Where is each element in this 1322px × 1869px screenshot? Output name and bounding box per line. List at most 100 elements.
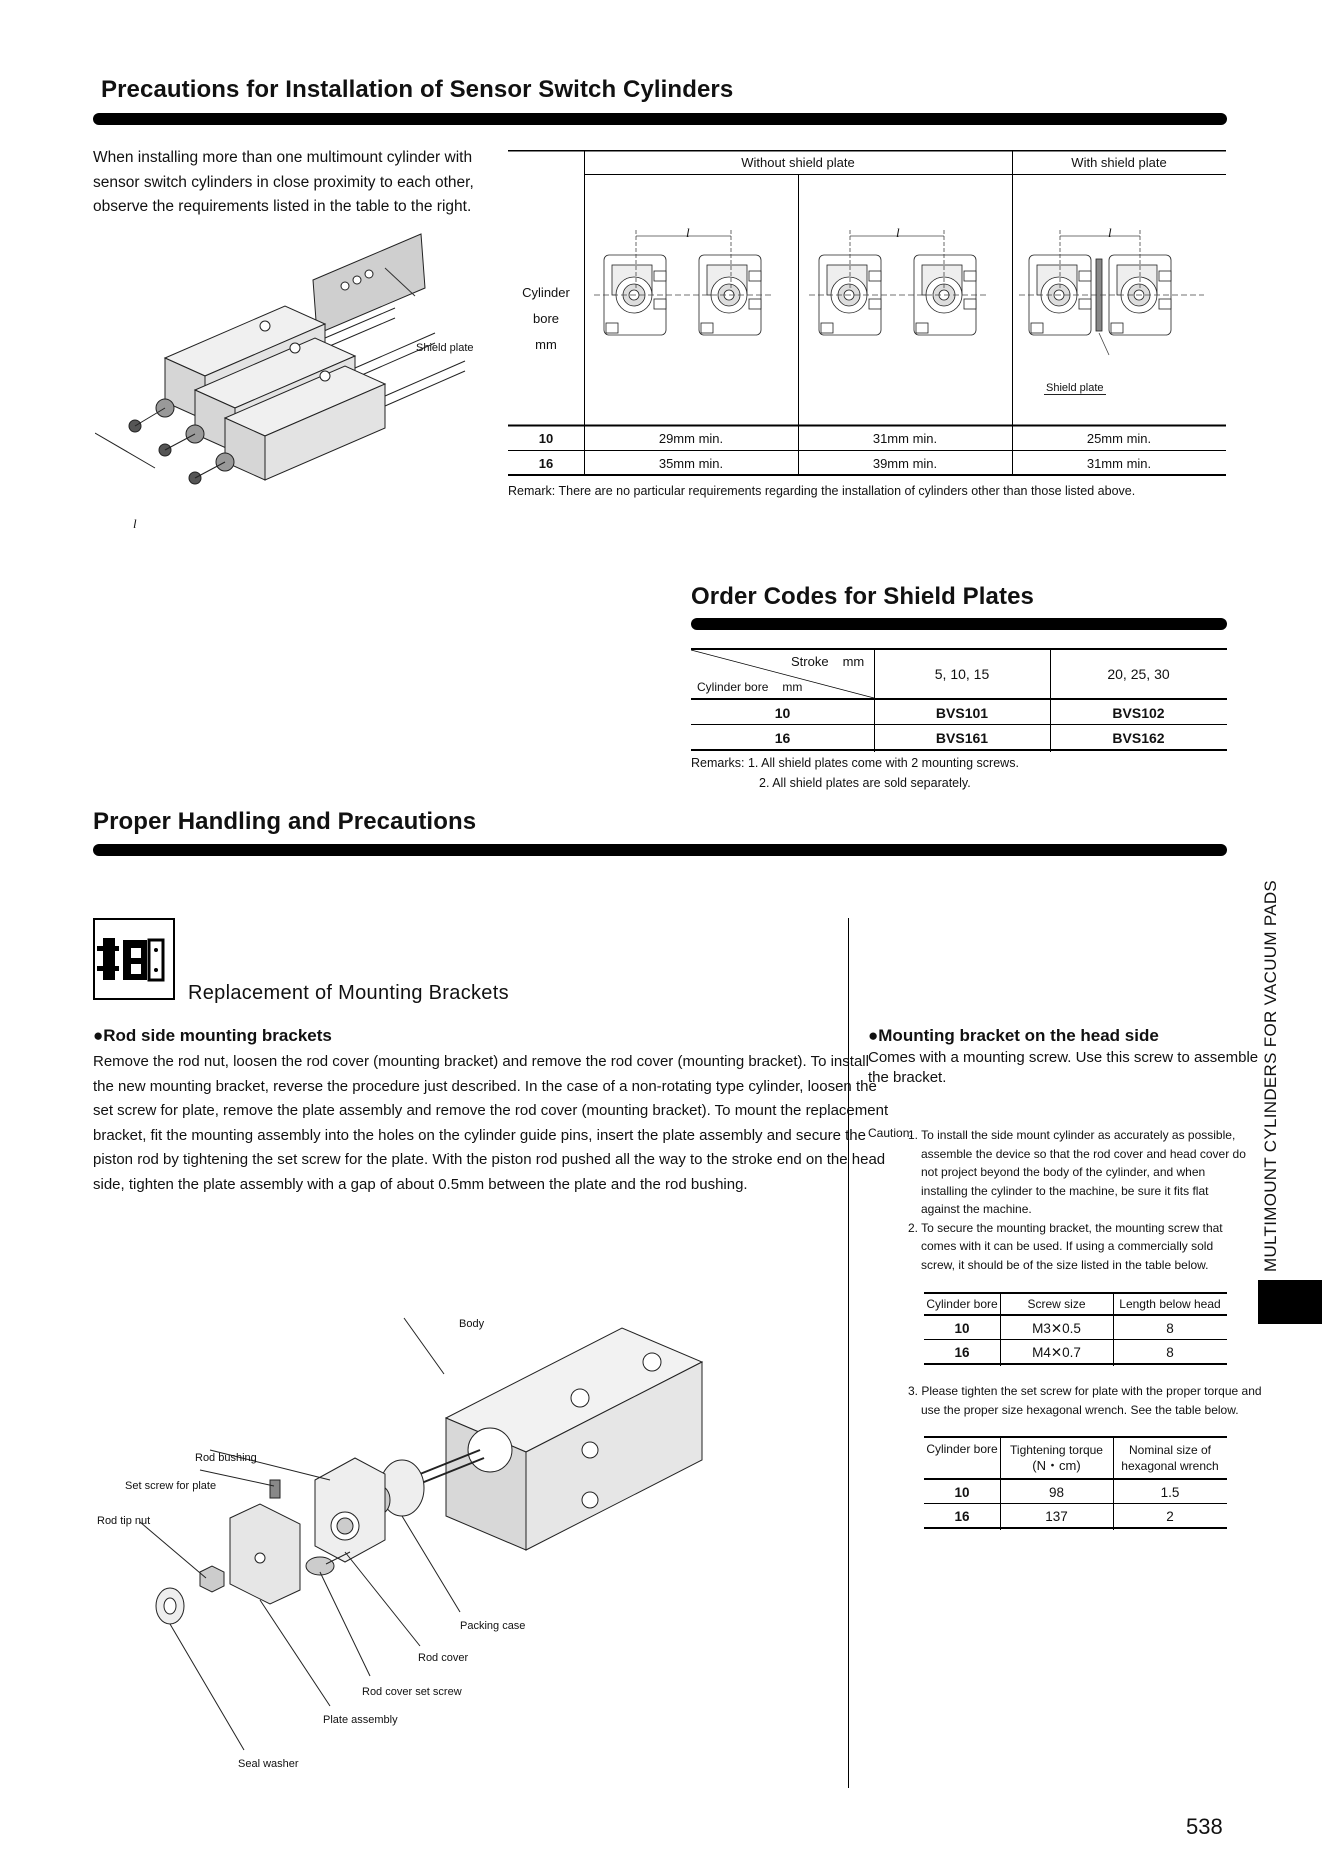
- caution-line: 2. To secure the mounting bracket, the m…: [908, 1220, 1223, 1235]
- unit-text: mm: [842, 654, 865, 669]
- bore-cell: 10: [538, 431, 554, 446]
- bracket-replacement-icon: [93, 918, 175, 1000]
- remark-2: 2. All shield plates are sold separately…: [759, 776, 971, 790]
- order-code-cell: BVS162: [1112, 730, 1165, 746]
- head-side-heading: ●Mounting bracket on the head side: [868, 1026, 1159, 1045]
- length-cell: 8: [1166, 1345, 1174, 1360]
- torque-cell: 98: [1048, 1485, 1065, 1500]
- stroke-text: Stroke: [791, 654, 829, 669]
- label-packing-case: Packing case: [460, 1620, 526, 1632]
- cylinders-illustration: [95, 233, 466, 485]
- caution-line: assemble the device so that the rod cove…: [921, 1146, 1246, 1161]
- order-code-cell: BVS101: [935, 705, 989, 721]
- bore-cell: 16: [774, 730, 791, 746]
- label-rod-tip-nut: Rod tip nut: [97, 1515, 151, 1527]
- title-rule: [93, 844, 1227, 856]
- end-view-diagrams: [594, 230, 1204, 356]
- header-line: hexagonal wrench: [1121, 1459, 1219, 1473]
- stroke-label: Stroke mm: [791, 654, 864, 669]
- wrench-cell: 2: [1166, 1509, 1174, 1524]
- label-body: Body: [459, 1318, 485, 1330]
- length-cell: 8: [1166, 1321, 1174, 1336]
- bore-cell: 10: [954, 1485, 970, 1500]
- spacing-cell: 31mm min.: [1086, 456, 1152, 471]
- title-rule: [691, 618, 1227, 630]
- dimension-l-label: l: [686, 225, 690, 240]
- row-label-line: Cylinder bore: [522, 285, 570, 326]
- head-text-line: Comes with a mounting screw. Use this sc…: [868, 1049, 1259, 1066]
- section-title-order-codes: Order Codes for Shield Plates: [691, 583, 1034, 610]
- bore-cell: 16: [538, 456, 554, 471]
- remark-text: Remark: There are no particular requirem…: [508, 484, 1136, 498]
- order-code-table-grid: [691, 648, 1227, 752]
- side-category-label: MULTIMOUNT CYLINDERS FOR VACUUM PADS: [1261, 879, 1280, 1272]
- unit-text: mm: [782, 680, 803, 694]
- intro-line: When installing more than one multimount…: [93, 149, 473, 166]
- label-rod-cover-set-screw: Rod cover set screw: [362, 1686, 462, 1698]
- spacing-cell: 39mm min.: [872, 456, 938, 471]
- dimension-l-label: l: [896, 225, 900, 240]
- caution-1: 1. To install the side mount cylinder as…: [908, 1126, 1246, 1274]
- bracket-icon-graphic: [97, 938, 165, 982]
- bore-cell: 10: [954, 1321, 970, 1336]
- screw-size-cell: M3✕0.5: [1032, 1321, 1081, 1336]
- spacing-cell: 31mm min.: [872, 431, 938, 446]
- order-code-cell: BVS102: [1112, 705, 1165, 721]
- caution-line: 3. Please tighten the set screw for plat…: [908, 1384, 1262, 1398]
- rod-side-text: Remove the rod nut, loosen the rod cover…: [93, 1050, 888, 1197]
- caution-line: use the proper size hexagonal wrench. Se…: [921, 1403, 1239, 1417]
- rod-text-line: piston rod by tightening the set screw f…: [93, 1151, 886, 1168]
- label-plate-assembly: Plate assembly: [323, 1714, 398, 1726]
- screw-size-cell: M4✕0.7: [1032, 1345, 1081, 1360]
- torque-table-grid: [924, 1436, 1227, 1530]
- column-divider: [848, 918, 849, 1788]
- intro-line: observe the requirements listed in the t…: [93, 198, 472, 215]
- remark-1: Remarks: 1. All shield plates come with …: [691, 756, 1019, 770]
- section-title-installation: Precautions for Installation of Sensor S…: [101, 76, 734, 103]
- spacing-cell: 35mm min.: [658, 456, 724, 471]
- header-line: Tightening torque: [1010, 1443, 1103, 1457]
- rod-text-line: bracket, fit the mounting assembly into …: [93, 1126, 866, 1144]
- spacing-table-grid: [508, 150, 1226, 476]
- torque-cell: 137: [1045, 1509, 1068, 1524]
- wrench-cell: 1.5: [1160, 1485, 1180, 1500]
- caution-label: Caution:: [868, 1126, 913, 1140]
- shield-plate-label: Shield plate: [416, 342, 474, 354]
- torque-header-bore: Cylinder bore: [926, 1442, 998, 1456]
- caution-line: against the machine.: [921, 1202, 1032, 1216]
- header-line: (N・cm): [1032, 1458, 1081, 1473]
- side-tab: [1258, 1280, 1322, 1324]
- torque-header-torque: Tightening torque (N・cm): [1000, 1442, 1113, 1474]
- head-side-text: Comes with a mounting screw. Use this sc…: [868, 1048, 1258, 1088]
- subsection-title: Replacement of Mounting Brackets: [188, 982, 509, 1004]
- stroke-col-1: 5, 10, 15: [934, 666, 990, 682]
- torque-table: Cylinder bore Tightening torque (N・cm) N…: [924, 1436, 1227, 1530]
- header-line: Nominal size of: [1128, 1443, 1212, 1457]
- caution-line: 1. To install the side mount cylinder as…: [908, 1128, 1236, 1142]
- exploded-view-illustration: [140, 1317, 704, 1751]
- bore-cell: 16: [954, 1509, 970, 1524]
- intro-line: sensor switch cylinders in close proximi…: [93, 173, 474, 191]
- caution-line: installing the cylinder to the machine, …: [921, 1183, 1209, 1198]
- bore-cell: 16: [954, 1345, 970, 1360]
- order-code-cell: BVS161: [935, 730, 989, 746]
- bore-text: Cylinder bore: [697, 680, 769, 694]
- rod-side-heading: ●Rod side mounting brackets: [93, 1026, 332, 1045]
- spacing-table: Without shield plate With shield plate C…: [508, 150, 1226, 476]
- header-without-shield: Without shield plate: [741, 155, 855, 170]
- spacing-cell: 25mm min.: [1086, 431, 1152, 446]
- screw-size-table: Cylinder bore Screw size Length below he…: [924, 1292, 1227, 1366]
- cylinder-bore-label: Cylinder bore mm: [508, 280, 584, 358]
- title-rule: [93, 113, 1227, 125]
- caution-line: screw, it should be of the size listed i…: [921, 1257, 1209, 1272]
- rod-text-line: Remove the rod nut, loosen the rod cover…: [93, 1053, 869, 1070]
- rod-text-line: side, tighten the plate assembly with a …: [93, 1175, 748, 1193]
- spacing-cell: 29mm min.: [658, 431, 724, 446]
- section-title-handling: Proper Handling and Precautions: [93, 808, 477, 835]
- torque-header-wrench: Nominal size of hexagonal wrench: [1113, 1442, 1227, 1474]
- screw-header-length: Length below head: [1119, 1297, 1221, 1311]
- row-label-line: mm: [535, 337, 557, 352]
- screw-header-size: Screw size: [1027, 1297, 1086, 1311]
- stroke-col-2: 20, 25, 30: [1107, 666, 1170, 682]
- label-rod-cover: Rod cover: [418, 1652, 469, 1664]
